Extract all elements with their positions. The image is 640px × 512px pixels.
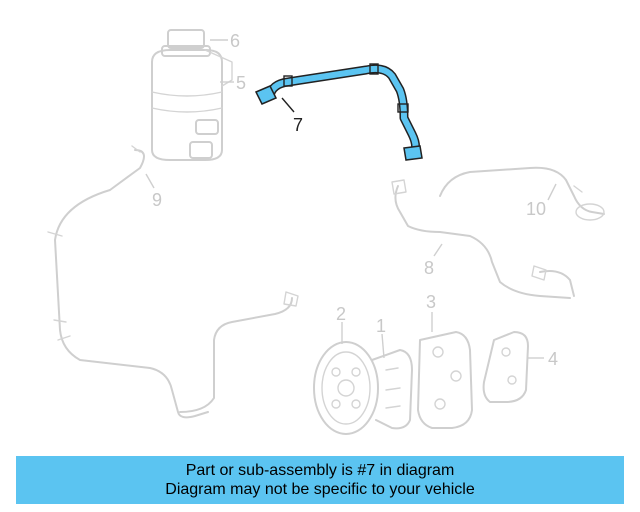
part-label-2: 2 [336,304,346,324]
part-label-6: 6 [230,31,240,51]
banner-line-disclaimer: Diagram may not be specific to your vehi… [165,481,475,498]
bracket-3-drawing [417,331,473,429]
return-line-drawing [47,145,209,419]
leader-10 [547,183,557,201]
highlighted-hose-part-7 [254,63,423,161]
pump-drawing [313,341,413,435]
part-label-1: 1 [376,316,386,336]
part-label-10: 10 [526,199,546,219]
part-label-8: 8 [424,258,434,278]
info-banner: Part or sub-assembly is #7 in diagram Di… [16,456,624,504]
part-label-3: 3 [426,292,436,312]
reservoir-drawing [151,29,233,161]
leader-1 [381,333,385,359]
leader-7 [281,97,295,113]
part-label-7: 7 [293,115,303,135]
pressure-line-lower-drawing [179,291,299,413]
part-label-9: 9 [152,190,162,210]
part-label-5: 5 [236,73,246,93]
part-label-4: 4 [548,349,558,369]
banner-line-part-info: Part or sub-assembly is #7 in diagram [185,462,455,479]
cooler-line-drawing [439,166,605,221]
pressure-hose-drawing [391,179,575,299]
leader-9 [145,173,155,189]
leader-8 [433,243,443,257]
bracket-4-drawing [482,331,529,403]
